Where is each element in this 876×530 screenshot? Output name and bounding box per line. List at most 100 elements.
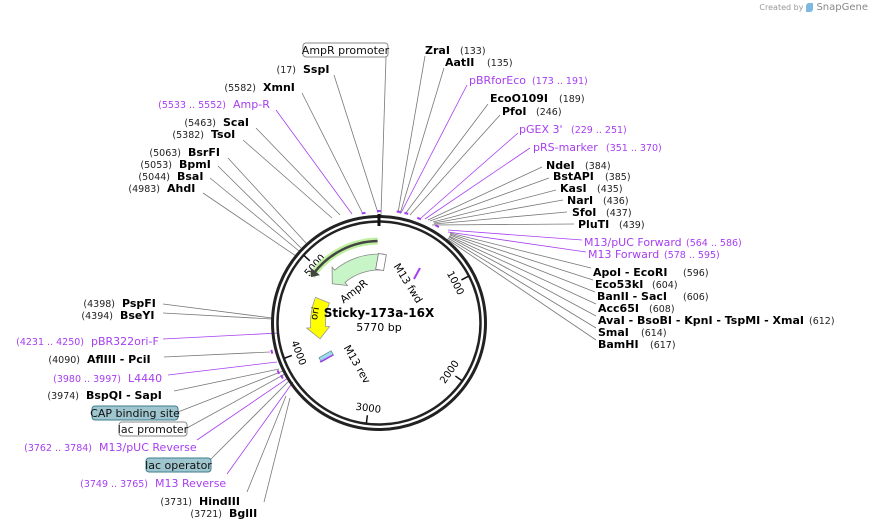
restriction-site-label[interactable]: BspQI - SapI: [86, 389, 162, 402]
restriction-site-label[interactable]: BseYI: [120, 309, 154, 322]
primer-label[interactable]: L4440: [128, 372, 162, 385]
site-position: (5582): [224, 83, 256, 94]
restriction-site-label[interactable]: EcoO109I: [490, 92, 548, 105]
restriction-site-label[interactable]: BglII: [229, 507, 257, 520]
created-by-text: Created by: [759, 3, 804, 12]
feature-box-label[interactable]: lac operator: [145, 459, 212, 472]
restriction-site-label[interactable]: Eco53kI: [595, 278, 643, 291]
leader-line: [447, 229, 583, 241]
restriction-site-label[interactable]: BsrFI: [188, 146, 220, 159]
site-position: (614): [641, 328, 667, 339]
ampr-promoter-feature[interactable]: [375, 252, 387, 272]
ring-tick: [454, 375, 463, 382]
feature-box[interactable]: [302, 42, 389, 58]
leader-line: [162, 303, 273, 319]
leader-line: [447, 237, 597, 329]
primer-mark: [416, 216, 422, 221]
restriction-site-label[interactable]: PfoI: [502, 105, 527, 118]
leader-line: [167, 361, 278, 376]
leader-line: [226, 381, 294, 475]
site-position: (617): [650, 340, 676, 351]
ampr-orf-arrow: [312, 239, 378, 275]
restriction-site-label[interactable]: NarI: [567, 194, 593, 207]
restriction-site-label[interactable]: BsaI: [177, 170, 203, 183]
primer-label[interactable]: M13 Reverse: [155, 477, 226, 490]
site-position: (439): [619, 220, 645, 231]
leader-line: [202, 192, 297, 257]
primer-range: (564 .. 586): [686, 238, 742, 249]
site-position: (5044): [138, 172, 170, 183]
primer-range: (3749 .. 3765): [80, 479, 148, 490]
feature-box[interactable]: [118, 421, 188, 437]
restriction-site-label[interactable]: AhdI: [167, 182, 195, 195]
restriction-site-label[interactable]: Acc65I: [598, 302, 639, 315]
restriction-site-label[interactable]: BstAPI: [553, 170, 594, 183]
primer-range: (229 .. 251): [571, 125, 627, 136]
leader-line: [173, 368, 280, 392]
restriction-site-label[interactable]: KasI: [560, 182, 587, 195]
restriction-site-label[interactable]: NdeI: [546, 159, 575, 172]
leader-line: [449, 234, 596, 293]
feature-box-label[interactable]: CAP binding site: [90, 407, 180, 420]
restriction-site-label[interactable]: ScaI: [223, 116, 249, 129]
site-position: (4983): [128, 184, 160, 195]
leader-line: [429, 177, 550, 222]
restriction-site-label[interactable]: ZraI: [425, 44, 450, 57]
leader-line: [446, 238, 597, 341]
leader-line: [397, 55, 426, 214]
primer-label[interactable]: pRS-marker: [533, 141, 598, 154]
primer-label[interactable]: pBRforEco: [469, 74, 526, 87]
leader-line: [186, 373, 286, 429]
leader-line: [275, 109, 353, 215]
leader-line: [448, 235, 597, 305]
restriction-site-label[interactable]: AvaI - BsoBI - KpnI - TspMI - XmaI: [598, 314, 804, 327]
restriction-site-label[interactable]: PspFI: [122, 297, 156, 310]
m13-fwd-primer-mark: [413, 267, 421, 280]
restriction-site-label[interactable]: ApoI - EcoRI: [593, 266, 667, 279]
primer-label[interactable]: Amp-R: [233, 98, 270, 111]
site-position: (3721): [190, 509, 222, 520]
restriction-site-label[interactable]: AflIII - PciI: [87, 353, 151, 366]
site-position: (246): [536, 107, 562, 118]
restriction-site-label[interactable]: BamHI: [598, 338, 639, 351]
restriction-site-label[interactable]: BpmI: [179, 158, 211, 171]
primer-label[interactable]: pGEX 3': [519, 123, 563, 136]
leader-line: [217, 165, 302, 249]
site-position: (133): [460, 46, 486, 57]
restriction-site-label[interactable]: PluTI: [578, 218, 609, 231]
primer-label[interactable]: M13/pUC Reverse: [99, 441, 197, 454]
restriction-site-label[interactable]: SspI: [303, 63, 329, 76]
restriction-site-label[interactable]: BanII - SacI: [597, 290, 667, 303]
restriction-site-label[interactable]: XmnI: [263, 81, 295, 94]
primer-label[interactable]: M13 Forward: [588, 248, 659, 261]
primer-label[interactable]: pBR322ori-F: [91, 335, 159, 348]
feature-box-label[interactable]: lac promoter: [118, 423, 189, 436]
primer-mark: [434, 224, 440, 229]
site-position: (612): [809, 316, 835, 327]
restriction-site-label[interactable]: AatII: [445, 56, 474, 69]
leader-line: [227, 157, 307, 244]
ring-tick: [365, 415, 369, 424]
plasmid-name: Sticky-173a-16X: [324, 306, 435, 320]
leader-line: [209, 177, 300, 252]
leader-line: [177, 370, 284, 413]
primer-label[interactable]: M13/pUC Forward: [584, 236, 682, 249]
primer-range: (4231 .. 4250): [16, 337, 84, 348]
restriction-site-label[interactable]: TsoI: [211, 128, 235, 141]
restriction-site-label[interactable]: SfoI: [572, 206, 596, 219]
site-position: (436): [603, 196, 629, 207]
site-position: (5063): [149, 148, 181, 159]
feature-box[interactable]: [145, 457, 212, 473]
restriction-site-label[interactable]: HindIII: [199, 495, 240, 508]
primer-mark: [396, 210, 401, 214]
leader-line: [301, 92, 363, 213]
ori-feature[interactable]: [305, 296, 331, 340]
ampr-feature[interactable]: [331, 253, 385, 286]
restriction-site-label[interactable]: SmaI: [598, 326, 629, 339]
m13-rev-primer-mark: [319, 354, 334, 363]
feature-box-label[interactable]: AmpR promoter: [302, 44, 390, 57]
leader-line: [196, 377, 289, 441]
leader-line: [432, 189, 557, 223]
feature-box[interactable]: [91, 405, 179, 421]
